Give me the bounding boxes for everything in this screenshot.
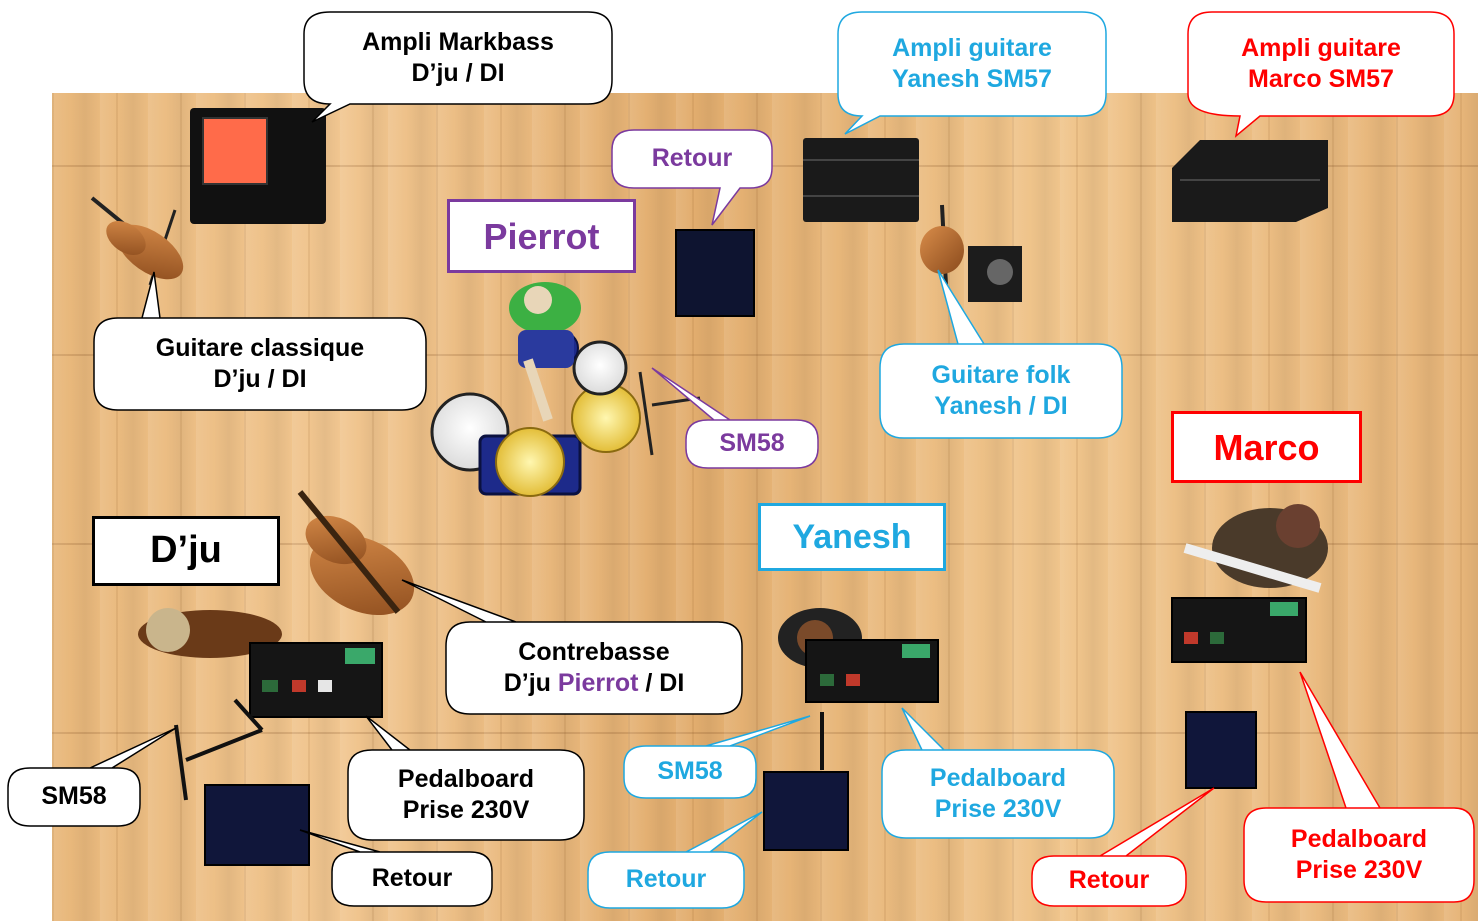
classical-guitar — [90, 196, 184, 286]
callout-guitare-classique: Guitare classique D’ju / DI — [94, 318, 426, 410]
musician-name-marco: Marco — [1171, 411, 1362, 483]
pedalboard-yanesh — [805, 639, 939, 703]
callout-line: D’ju / DI — [411, 59, 505, 87]
drum-kit — [430, 282, 701, 497]
marco-musician — [1183, 504, 1328, 593]
callout-retour-marco: Retour — [1068, 866, 1150, 895]
monitor-dju — [204, 784, 310, 866]
callout-ampli-yanesh: Ampli guitare Yanesh SM57 — [838, 12, 1106, 116]
callout-text-dju: D’ju — [503, 669, 558, 697]
callout-line: Ampli guitare — [892, 33, 1052, 62]
dju-musician — [138, 608, 282, 658]
folk-guitar — [920, 204, 1022, 302]
callout-retour-yanesh: Retour — [625, 865, 707, 894]
callout-line: Ampli guitare — [1241, 33, 1401, 62]
monitor-yanesh — [763, 771, 849, 851]
pedalboard-marco — [1171, 597, 1307, 663]
mic-stand-dju — [174, 698, 264, 801]
callout-guitare-folk: Guitare folk Yanesh / DI — [880, 344, 1122, 438]
callout-pedalboard-yanesh: Pedalboard Prise 230V — [882, 750, 1114, 838]
callout-ampli-marco: Ampli guitare Marco SM57 — [1188, 12, 1454, 116]
callout-line: D’ju / DI — [213, 365, 307, 393]
bass-amp — [190, 108, 326, 224]
callout-pedalboard-dju: Pedalboard Prise 230V — [348, 750, 584, 840]
callout-line: Marco SM57 — [1248, 65, 1394, 93]
callout-retour-pierrot: Retour — [651, 144, 733, 173]
callout-line: Guitare classique — [155, 333, 365, 362]
monitor-pierrot — [675, 229, 755, 317]
callout-line: Guitare folk — [931, 360, 1071, 389]
callout-line: Ampli Markbass — [362, 27, 554, 56]
callout-line: Pedalboard — [1290, 824, 1428, 853]
amp-marco — [1172, 140, 1328, 222]
musician-name-yanesh: Yanesh — [758, 503, 946, 571]
callout-line: Prise 230V — [934, 795, 1062, 823]
musician-name-pierrot: Pierrot — [447, 199, 636, 273]
callout-line: Pedalboard — [929, 763, 1067, 792]
callout-text-pierrot: Pierrot — [557, 669, 639, 697]
callout-ampli-markbass: Ampli Markbass D’ju / DI — [304, 12, 612, 104]
callout-contrebasse: Contrebasse D’ju Pierrot / DI — [446, 622, 742, 714]
callout-line: Yanesh / DI — [934, 392, 1068, 420]
callout-line: Prise 230V — [402, 796, 530, 824]
callout-sm58-yanesh: SM58 — [657, 757, 723, 786]
monitor-marco — [1185, 711, 1257, 789]
callout-line: Prise 230V — [1295, 856, 1423, 884]
pedalboard-dju — [249, 642, 383, 718]
amp-yanesh — [803, 138, 919, 222]
callout-line: Yanesh SM57 — [892, 65, 1052, 93]
callout-pedalboard-marco: Pedalboard Prise 230V — [1244, 808, 1474, 902]
callout-line: Pedalboard — [397, 764, 535, 793]
callout-sm58-pierrot: SM58 — [719, 429, 785, 458]
musician-name-dju: D’ju — [92, 516, 280, 586]
callout-sm58-dju: SM58 — [41, 782, 107, 811]
callout-line-mixed: D’ju Pierrot / DI — [504, 668, 685, 699]
callout-text-di: / DI — [638, 669, 685, 697]
double-bass — [297, 490, 415, 616]
callout-line: Contrebasse — [518, 637, 670, 666]
callout-retour-dju: Retour — [371, 864, 453, 893]
